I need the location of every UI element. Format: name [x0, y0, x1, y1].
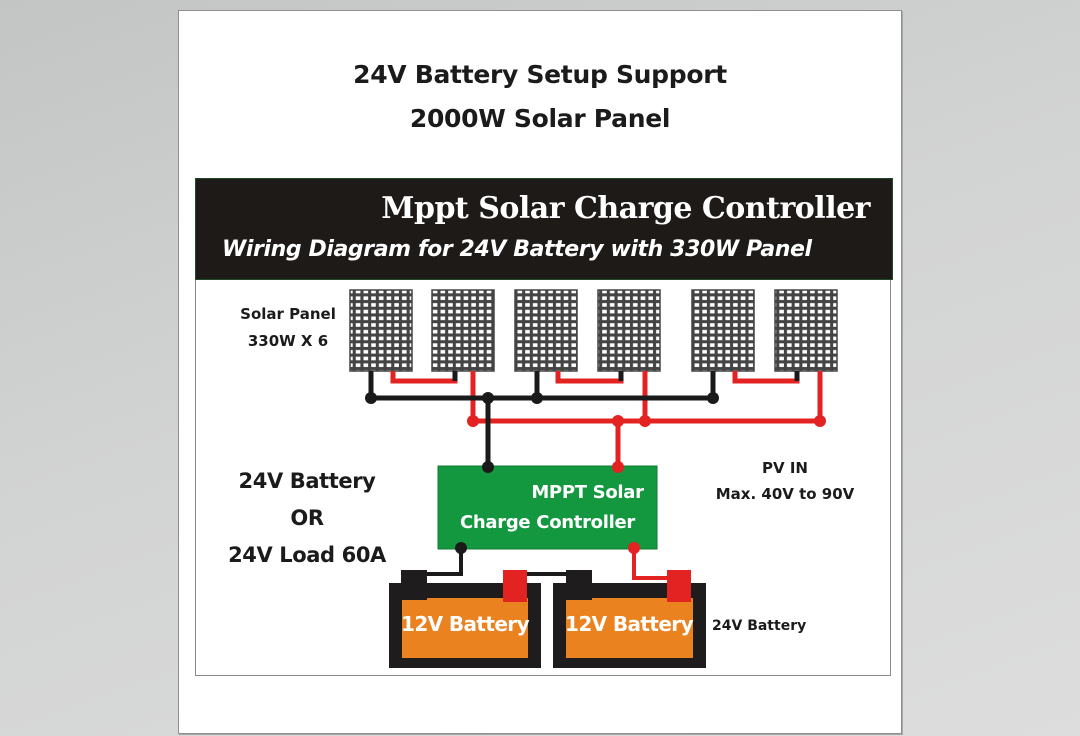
- page-title-line1: 24V Battery Setup Support: [353, 60, 727, 89]
- pv-in-label-line1: PV IN: [762, 459, 808, 477]
- controller-label: MPPT Solar Charge Controller: [438, 478, 657, 538]
- battery-positive-wire: [632, 548, 670, 580]
- solar-panel-label-line1: Solar Panel: [240, 305, 336, 323]
- battery-left-positive-post: [503, 570, 527, 602]
- solar-panel-4: [597, 289, 661, 372]
- junction-red: [467, 415, 479, 427]
- battery-right-label: 12V Battery: [565, 612, 694, 636]
- battery-bank-label: 24V Battery: [712, 618, 807, 634]
- header-title: Mppt Solar Charge Controller: [381, 191, 870, 226]
- solar-panel-label-line2: 330W X 6: [247, 332, 329, 350]
- solar-panel-6: [774, 289, 838, 372]
- solar-panel-2: [431, 289, 495, 372]
- series-link-1: [390, 371, 458, 384]
- junction-black: [482, 392, 494, 404]
- battery-left-label: 12V Battery: [401, 612, 530, 636]
- page-title-line2: 2000W Solar Panel: [409, 104, 671, 133]
- series-links: [390, 371, 800, 384]
- header-subtitle: Wiring Diagram for 24V Battery with 330W…: [222, 237, 812, 262]
- solar-panel-1: [349, 289, 413, 372]
- solar-panel-3: [514, 289, 578, 372]
- controller-pv-positive-terminal: [612, 461, 624, 473]
- solar-panel-label: Solar Panel 330W X 6: [228, 301, 348, 355]
- controller-label-line2: Charge Controller: [460, 512, 635, 533]
- solar-panel-array: [349, 289, 838, 372]
- diagram-header: Mppt Solar Charge Controller Wiring Diag…: [195, 178, 893, 280]
- pv-in-label: PV IN Max. 40V to 90V: [695, 455, 875, 507]
- controller-pv-negative-terminal: [482, 461, 494, 473]
- junction-red: [612, 415, 624, 427]
- battery-left: [389, 570, 541, 668]
- load-label-line1: 24V Battery: [238, 469, 376, 493]
- battery-right-positive-post: [667, 570, 691, 602]
- battery-left-negative-post: [401, 570, 427, 600]
- junction-red: [639, 415, 651, 427]
- series-link-3: [732, 371, 800, 384]
- junction-black: [707, 392, 719, 404]
- mppt-controller-box: [437, 465, 658, 550]
- controller-label-line1: MPPT Solar: [531, 482, 644, 503]
- battery-right: [553, 570, 706, 668]
- battery-negative-wire: [420, 548, 463, 576]
- junction-black: [365, 392, 377, 404]
- pv-in-label-line2: Max. 40V to 90V: [715, 485, 855, 503]
- junction-dots: [365, 392, 826, 427]
- load-label: 24V Battery OR 24V Load 60A: [212, 463, 402, 574]
- load-label-line3: 24V Load 60A: [228, 543, 386, 567]
- series-link-2: [555, 371, 624, 384]
- battery-right-negative-post: [566, 570, 592, 600]
- junction-black: [531, 392, 543, 404]
- load-label-line2: OR: [290, 506, 324, 530]
- solar-panel-5: [691, 289, 755, 372]
- junction-red: [814, 415, 826, 427]
